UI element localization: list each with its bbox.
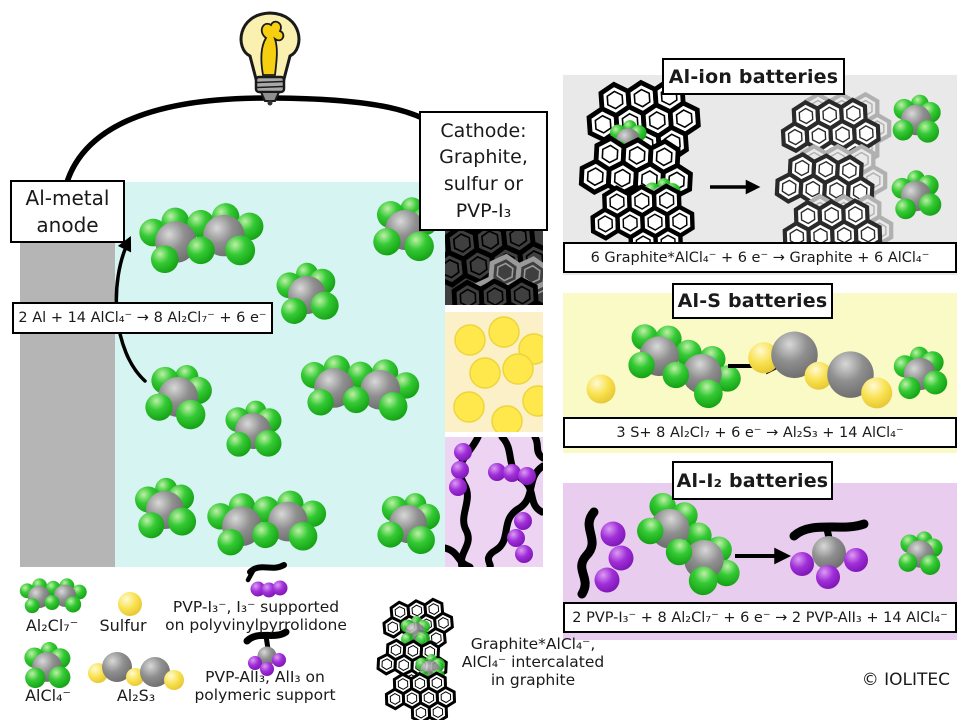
als-sulfur-sphere <box>586 374 616 404</box>
legend-alcl4-icon <box>24 642 71 689</box>
panel-equation-alion: 6 Graphite*AlCl₄⁻ + 6 e⁻ → Graphite + 6 … <box>563 242 957 273</box>
panel-equation-ali2: 2 PVP-I₃⁻ + 8 Al₂Cl₇⁻ + 6 e⁻ → 2 PVP-AlI… <box>563 602 957 633</box>
ali2-pvp-i3-molecule <box>577 507 634 599</box>
panel-equation-als: 3 S+ 8 Al₂Cl₇ + 6 e⁻ → Al₂S₃ + 14 AlCl₄⁻ <box>563 417 957 448</box>
legend-graphite-icon <box>377 598 455 720</box>
legend-label-al2s3: Al₂S₃ <box>116 686 156 705</box>
legend-label-pvp-i3: PVP-I₃⁻, I₃⁻ supported on polyvinylpyrro… <box>165 598 347 634</box>
cathode-graphite-stripe <box>445 225 543 305</box>
ali2-pvp-ali3-molecule <box>789 519 869 589</box>
legend-label-sulfur: Sulfur <box>99 616 147 635</box>
cathode-label: Cathode: Graphite, sulfur or PVP-I₃ <box>419 111 548 231</box>
panel-title-als: Al-S batteries <box>672 283 833 319</box>
legend-al2s3-icon <box>88 652 184 690</box>
legend-label-pvp-ali3: PVP-AlI₃, AlI₃ on polymeric support <box>194 668 336 704</box>
legend-sulfur-icon <box>118 592 142 616</box>
legend-al2cl7-icon <box>19 578 87 614</box>
anode-bar <box>20 228 115 567</box>
cathode-sulfur-stripe <box>445 312 543 432</box>
anode-equation: 2 Al + 14 AlCl₄⁻ → 8 Al₂Cl₇⁻ + 6 e⁻ <box>12 302 273 334</box>
cathode-pvp-stripe <box>445 437 543 567</box>
anode-label: Al-metal anode <box>10 180 125 243</box>
legend-label-al2cl7: Al₂Cl₇⁻ <box>25 616 79 635</box>
legend-label-graphite: Graphite*AlCl₄⁻, AlCl₄⁻ intercalated in … <box>461 635 605 689</box>
panel-title-alion: Al-ion batteries <box>662 58 845 95</box>
panel-title-ali2: Al-I₂ batteries <box>672 461 833 500</box>
light-bulb-icon <box>239 11 301 106</box>
copyright-text: © IOLITEC <box>861 670 950 690</box>
legend-pvp-i3-icon <box>245 562 288 598</box>
alcl4-molecule <box>225 400 282 457</box>
legend-label-alcl4: AlCl₄⁻ <box>25 686 71 705</box>
legend-pvp-ali3-icon <box>243 628 290 676</box>
